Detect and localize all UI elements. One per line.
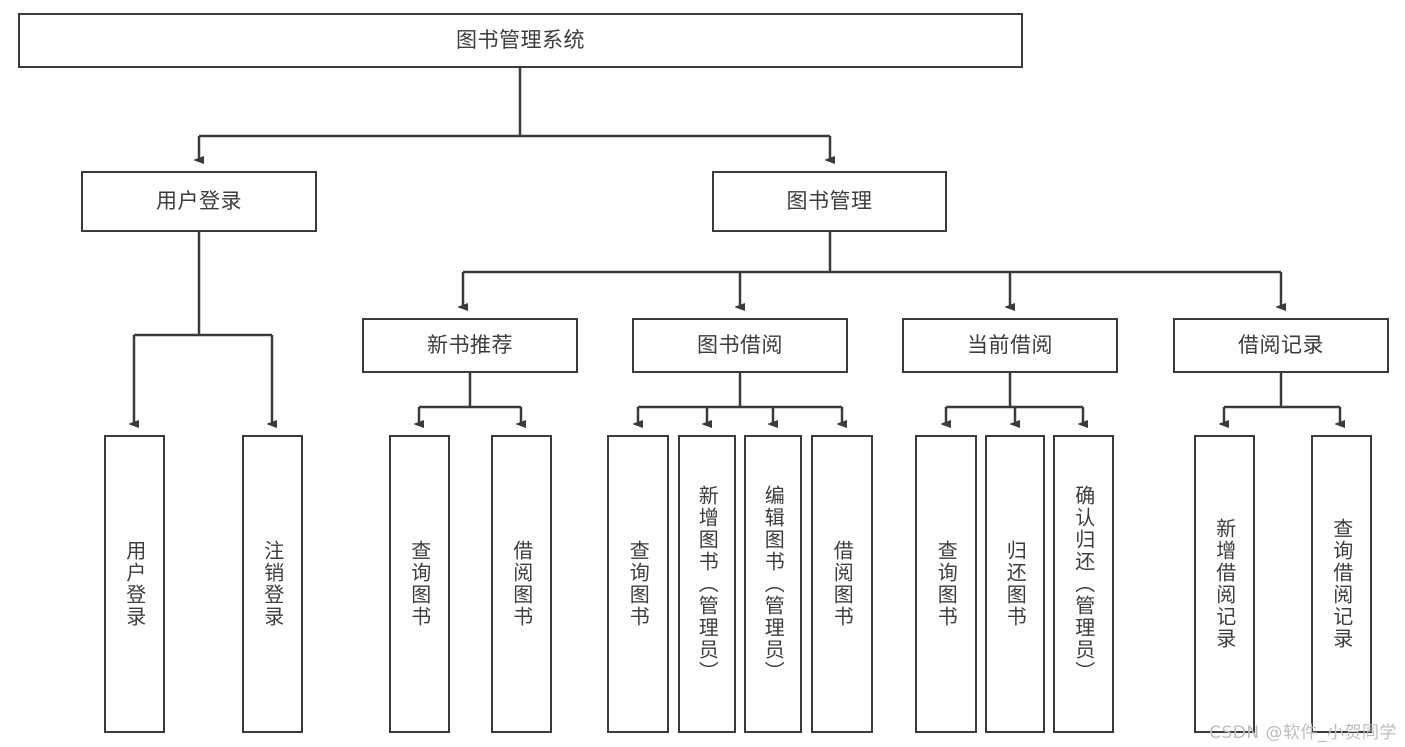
node-label: 新增图书（管理员） (695, 485, 720, 683)
leaf-record-query-record[interactable]: 查询借阅记录 (1311, 435, 1372, 733)
node-label: 借阅图书 (509, 540, 534, 628)
node-label: 编辑图书（管理员） (761, 485, 786, 683)
node-label: 当前借阅 (967, 332, 1053, 357)
node-label: 确认归还（管理员） (1071, 485, 1096, 683)
leaf-user-login-login[interactable]: 用户登录 (104, 435, 165, 733)
node-label: 图书管理系统 (456, 27, 585, 52)
node-label: 查询图书 (407, 540, 432, 628)
csdn-watermark: CSDN @软件_小贺同学 (1209, 723, 1397, 743)
leaf-borrow-add-book-admin[interactable]: 新增图书（管理员） (678, 435, 736, 733)
node-new-book-recommend[interactable]: 新书推荐 (362, 318, 578, 373)
leaf-current-return-book[interactable]: 归还图书 (985, 435, 1045, 733)
leaf-current-confirm-return-admin[interactable]: 确认归还（管理员） (1053, 435, 1114, 733)
node-label: 图书借阅 (697, 332, 783, 357)
leaf-user-login-logout[interactable]: 注销登录 (242, 435, 303, 733)
node-root-book-management-system[interactable]: 图书管理系统 (18, 13, 1023, 68)
leaf-recommend-borrow-book[interactable]: 借阅图书 (491, 435, 552, 733)
leaf-borrow-edit-book-admin[interactable]: 编辑图书（管理员） (744, 435, 802, 733)
node-user-login[interactable]: 用户登录 (81, 171, 317, 232)
node-book-borrow[interactable]: 图书借阅 (632, 318, 848, 373)
leaf-record-add-record[interactable]: 新增借阅记录 (1194, 435, 1255, 733)
node-label: 新书推荐 (427, 332, 513, 357)
node-label: 借阅记录 (1238, 332, 1324, 357)
node-borrow-record[interactable]: 借阅记录 (1173, 318, 1389, 373)
node-current-borrow[interactable]: 当前借阅 (902, 318, 1118, 373)
node-label: 查询图书 (626, 540, 651, 628)
node-label: 注销登录 (260, 540, 285, 628)
node-label: 图书管理 (786, 188, 873, 213)
node-label: 新增借阅记录 (1212, 518, 1237, 650)
leaf-borrow-borrow-book[interactable]: 借阅图书 (811, 435, 873, 733)
node-label: 借阅图书 (830, 540, 855, 628)
leaf-recommend-query-book[interactable]: 查询图书 (389, 435, 450, 733)
node-label: 查询借阅记录 (1329, 518, 1354, 650)
node-label: 用户登录 (156, 188, 242, 213)
node-label: 用户登录 (122, 540, 147, 628)
node-label: 归还图书 (1003, 540, 1028, 628)
node-book-management[interactable]: 图书管理 (712, 171, 947, 232)
leaf-current-query-book[interactable]: 查询图书 (915, 435, 977, 733)
leaf-borrow-query-book[interactable]: 查询图书 (607, 435, 669, 733)
node-label: 查询图书 (934, 540, 959, 628)
